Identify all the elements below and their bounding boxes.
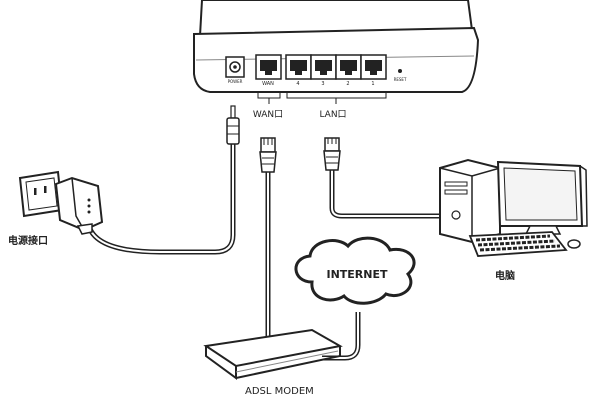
lan-port-2-label: 2 — [346, 81, 349, 87]
power-outlet-label: 电源接口 — [8, 234, 48, 247]
pc-tower — [439, 158, 501, 244]
modem-label: ADSL MODEM — [245, 386, 314, 397]
lan-rj45-plug — [323, 137, 341, 171]
lan-port-1-label: 1 — [371, 81, 374, 87]
internet-cloud: INTERNET — [294, 236, 416, 305]
pc-mouse — [567, 239, 581, 249]
computer-label: 电脑 — [495, 269, 515, 282]
lan-port-3-label: 3 — [321, 81, 324, 87]
reset-button — [398, 69, 402, 73]
computer — [439, 158, 588, 257]
wan-port-label: WAN — [262, 81, 274, 87]
wan-rj45-plug — [259, 137, 277, 173]
wan-group-label: WAN口 — [253, 110, 283, 120]
router: POWER WAN 4 3 2 1 RESET — [193, 0, 480, 93]
pc-keyboard — [468, 231, 568, 257]
router-ports: WAN 4 3 2 1 — [255, 54, 387, 87]
lan-cable — [329, 170, 445, 219]
power-plug — [226, 105, 240, 145]
pc-monitor — [496, 160, 588, 235]
internet-label: INTERNET — [326, 268, 388, 281]
adsl-modem — [203, 328, 343, 380]
reset-label: RESET — [394, 77, 407, 82]
wall-outlet — [18, 170, 64, 218]
lan-port-4-label: 4 — [296, 81, 299, 87]
power-jack-label: POWER — [228, 79, 243, 84]
power-adapter — [54, 176, 104, 235]
power-cable — [85, 142, 236, 255]
lan-group-label: LAN口 — [319, 110, 346, 120]
